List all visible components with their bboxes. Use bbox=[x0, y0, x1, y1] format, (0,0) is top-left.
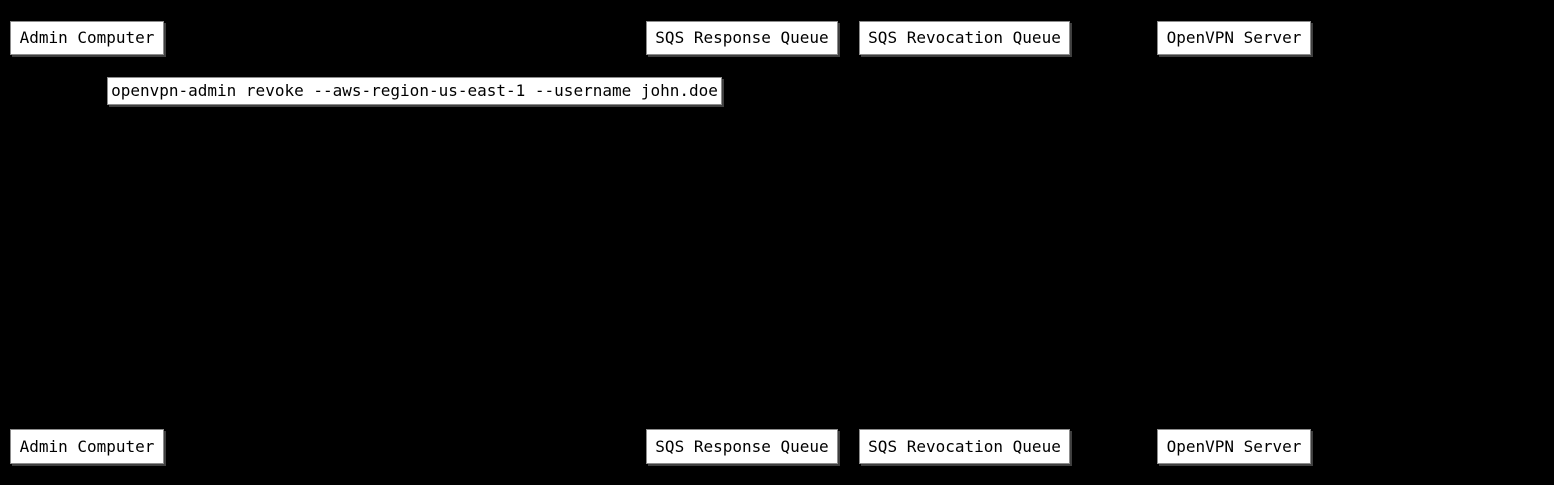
participant-box-sqs-response-queue-top: SQS Response Queue bbox=[646, 21, 838, 55]
participant-box-admin-computer-bottom: Admin Computer bbox=[10, 429, 164, 464]
participant-box-sqs-revocation-queue-bottom: SQS Revocation Queue bbox=[859, 429, 1070, 464]
participant-box-admin-computer-top: Admin Computer bbox=[10, 21, 164, 55]
message-label-revoke-command: openvpn-admin revoke --aws-region-us-eas… bbox=[107, 77, 722, 105]
participant-box-sqs-response-queue-bottom: SQS Response Queue bbox=[646, 429, 838, 464]
participant-box-openvpn-server-top: OpenVPN Server bbox=[1157, 21, 1311, 55]
participant-box-openvpn-server-bottom: OpenVPN Server bbox=[1157, 429, 1311, 464]
participant-box-sqs-revocation-queue-top: SQS Revocation Queue bbox=[859, 21, 1070, 55]
